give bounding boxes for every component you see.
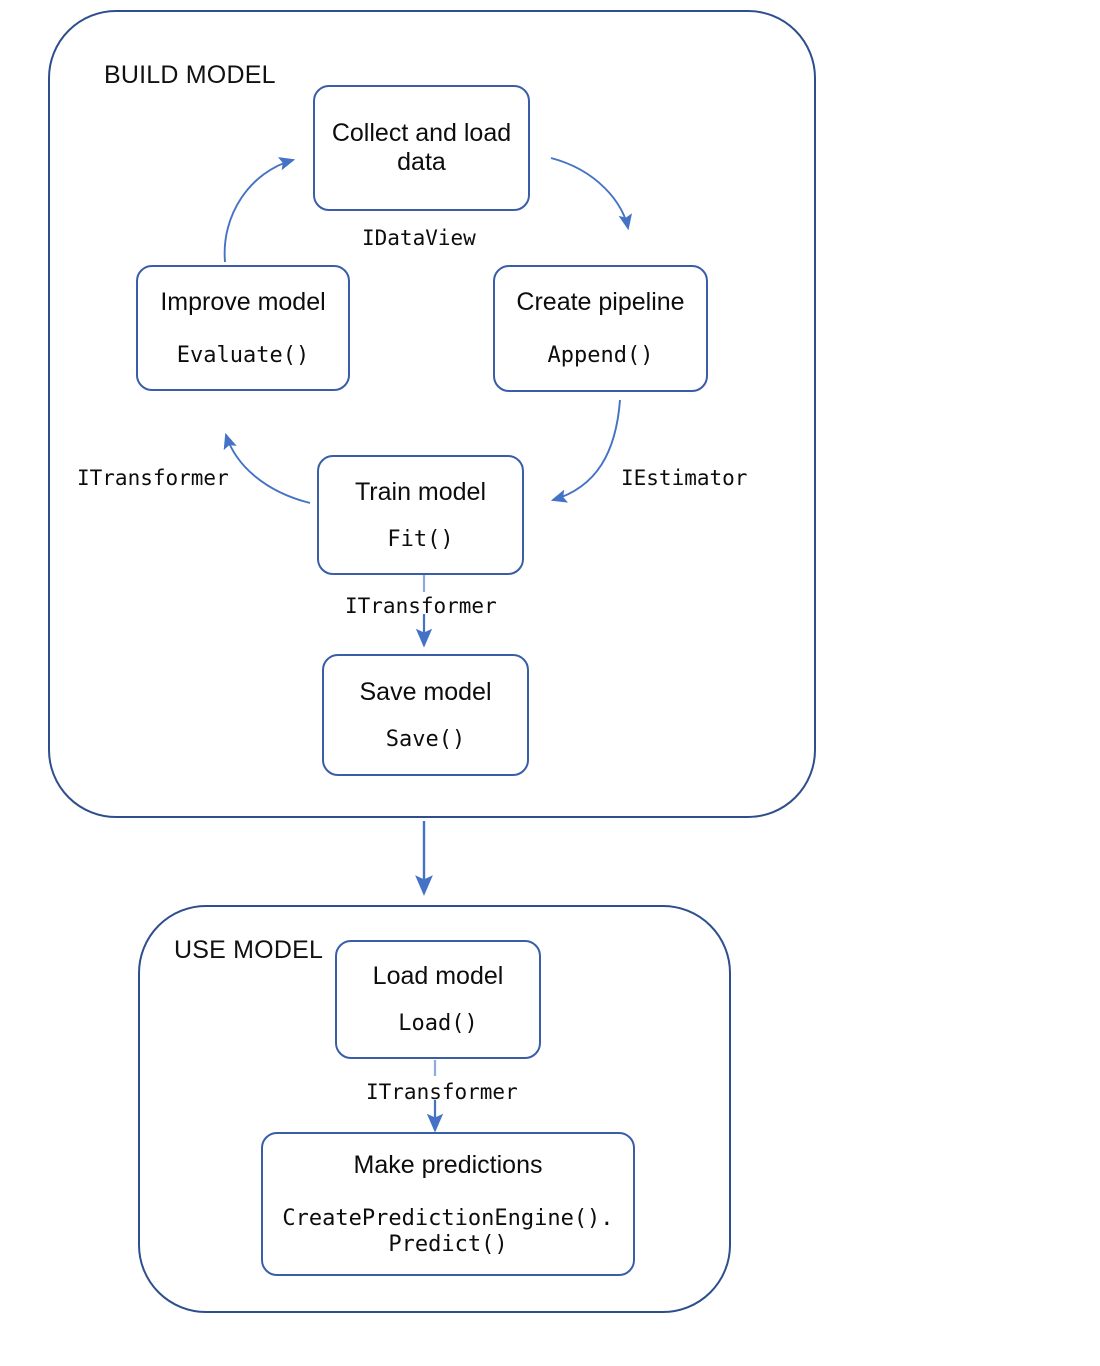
step-save-api: Save() <box>385 726 466 752</box>
edge-label-itransformer-improve: ITransformer <box>77 466 229 490</box>
edge-label-iestimator: IEstimator <box>621 466 748 490</box>
step-make-predictions-api: CreatePredictionEngine(). Predict() <box>282 1205 614 1257</box>
step-collect-and-load-data[interactable]: Collect and load data <box>313 85 530 211</box>
group-build-model <box>48 10 816 818</box>
step-create-pipeline-title: Create pipeline <box>516 288 685 317</box>
group-label-build-model: BUILD MODEL <box>104 61 276 89</box>
step-make-predictions[interactable]: Make predictions CreatePredictionEngine(… <box>261 1132 635 1276</box>
step-load-title: Load model <box>372 962 504 991</box>
group-label-use-model: USE MODEL <box>174 936 324 964</box>
step-train-title: Train model <box>354 477 487 506</box>
step-collect-title: Collect and load data <box>331 119 512 176</box>
edge-label-itransformer-predict: ITransformer <box>366 1080 518 1104</box>
step-improve-title: Improve model <box>160 287 326 316</box>
step-load-model[interactable]: Load model Load() <box>335 940 541 1059</box>
group-use-model <box>138 905 731 1313</box>
step-save-title: Save model <box>359 677 492 706</box>
edge-label-idataview: IDataView <box>362 226 476 250</box>
step-train-model[interactable]: Train model Fit() <box>317 455 524 575</box>
step-improve-api: Evaluate() <box>176 342 310 368</box>
step-improve-model[interactable]: Improve model Evaluate() <box>136 265 350 391</box>
step-save-model[interactable]: Save model Save() <box>322 654 529 776</box>
step-create-pipeline-api: Append() <box>547 343 654 369</box>
step-load-api: Load() <box>398 1011 478 1037</box>
step-create-pipeline[interactable]: Create pipeline Append() <box>493 265 708 392</box>
step-train-api: Fit() <box>387 526 454 552</box>
edge-label-itransformer-save: ITransformer <box>345 594 497 618</box>
step-make-predictions-title: Make predictions <box>353 1150 543 1179</box>
